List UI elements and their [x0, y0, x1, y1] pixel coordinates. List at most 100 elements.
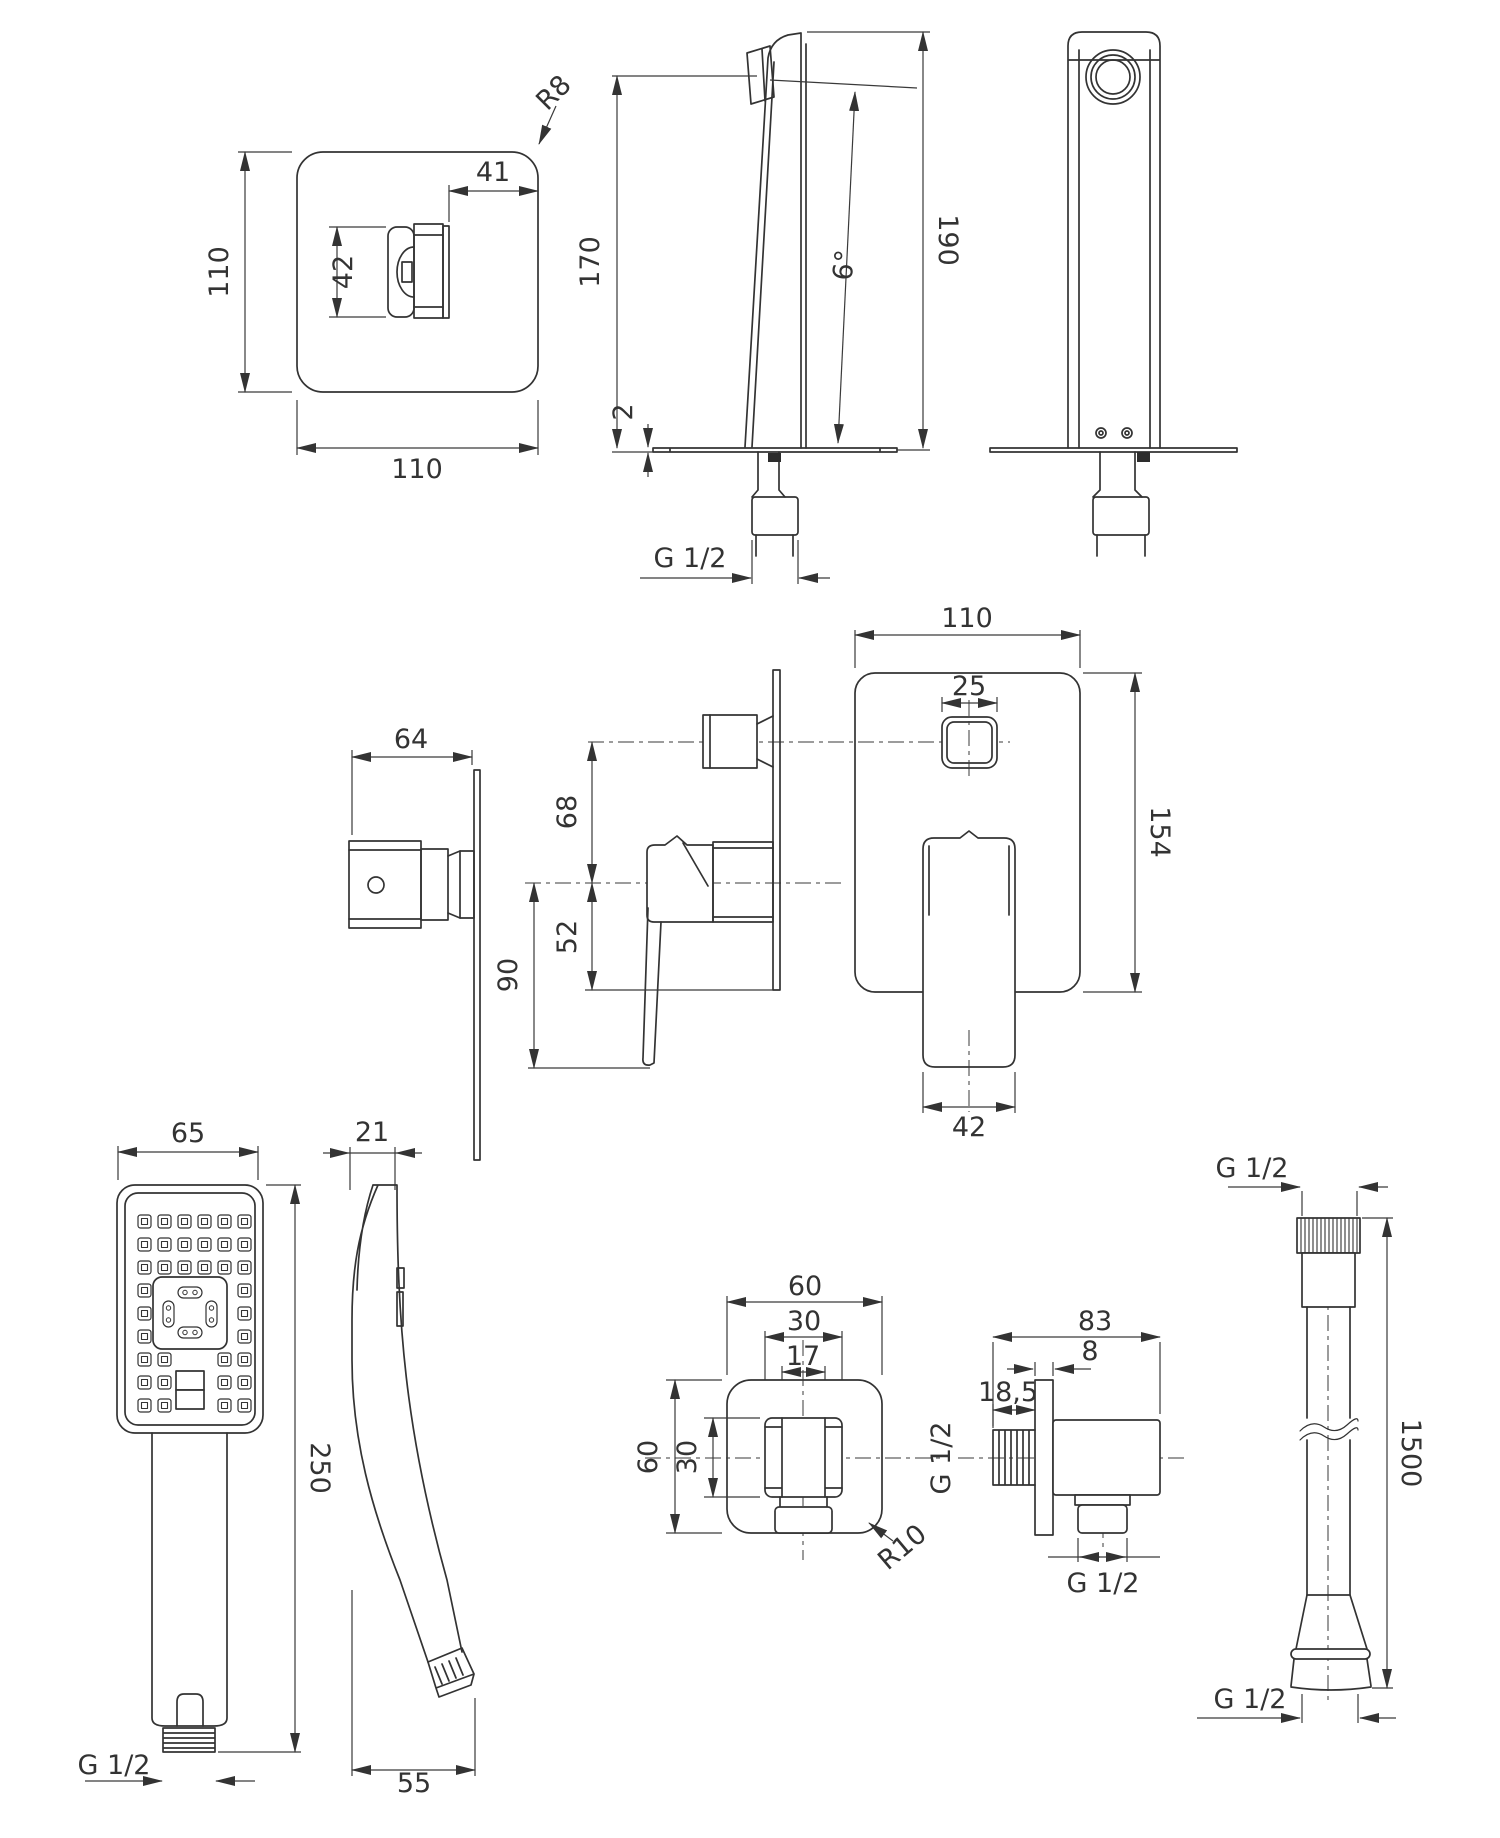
cone-ring — [1290, 1648, 1371, 1660]
label-plate-bottom — [175, 1389, 205, 1410]
dim-outlet-thread: G 1/2 — [1067, 1568, 1140, 1599]
outlet-flange — [1074, 1494, 1131, 1506]
fitting-square — [764, 1417, 843, 1498]
dim-corner-radius: R8 — [530, 69, 577, 116]
dim-plate-thickness: 2 — [608, 403, 639, 420]
handle-lever — [642, 907, 662, 1066]
handle-slot — [176, 1693, 204, 1727]
dim-width: 60 — [788, 1271, 822, 1302]
clip-detail-1 — [396, 1267, 405, 1289]
label-plate-top — [175, 1370, 205, 1391]
handle-outline — [151, 1432, 228, 1727]
deck-plate — [989, 447, 1238, 453]
aerator-block — [746, 45, 775, 105]
aerator-outer — [1085, 49, 1141, 105]
ext-lines-width — [296, 400, 539, 455]
spout-front-view: 190 — [807, 31, 1238, 557]
dim-flange-thickness: 8 — [1081, 1336, 1098, 1367]
ext-lines-154 — [1083, 672, 1142, 993]
spout-body-outline — [744, 32, 807, 449]
dim-fitting-width: 30 — [787, 1306, 821, 1337]
ext-lines-thread — [751, 540, 799, 584]
cone-upper — [1295, 1594, 1368, 1650]
spray-slots — [162, 1286, 218, 1339]
ext-lines-55 — [351, 1590, 476, 1776]
wall-plate-edge — [473, 769, 481, 1161]
dim-tip-offset: 55 — [397, 1768, 431, 1799]
dim-thread: G 1/2 — [78, 1750, 151, 1781]
dim-total-length: 250 — [304, 1442, 335, 1494]
cartridge-flange — [459, 850, 475, 919]
handshower-front-view: 65 G 1/ — [78, 1118, 335, 1786]
ext-lines-bottom — [1301, 1694, 1359, 1723]
elbow-side-view: 83 8 18,5 G 1/2 G 1/2 — [926, 1306, 1185, 1599]
wall-flange — [1034, 1379, 1054, 1536]
ext-lines-90 — [528, 989, 773, 1069]
clip-detail-2 — [396, 1291, 404, 1327]
dim-handle-drop: 90 — [493, 958, 524, 992]
center-spray-plate — [152, 1276, 228, 1350]
mixer-section-view: 68 52 90 — [493, 669, 1010, 1069]
ext-lines-65 — [117, 1146, 259, 1180]
ext-lines-64 — [351, 750, 473, 835]
dim-diverter-size: 25 — [952, 671, 986, 702]
angle-dim-line — [833, 91, 860, 444]
mounting-nut — [768, 453, 781, 462]
nut-collar — [1301, 1252, 1356, 1308]
dim-spout-height: 170 — [575, 236, 606, 288]
outlet-rim — [774, 1506, 833, 1534]
dim-fitting-height: 30 — [672, 1440, 703, 1474]
threaded-tip — [427, 1647, 475, 1698]
ext-lines-190 — [807, 31, 930, 451]
cone-lower — [1290, 1658, 1372, 1691]
dim-diverter-offset: 68 — [552, 795, 583, 829]
dim-body-depth: 64 — [394, 724, 428, 755]
dim-corner-radius: R10 — [872, 1519, 933, 1577]
mixer-front-view: 110 25 42 154 — [854, 603, 1175, 1143]
ext-lines-top — [1301, 1191, 1358, 1216]
dim-spout-to-edge: 41 — [476, 157, 510, 188]
ext-lines-60 — [726, 1296, 883, 1375]
spout-side-view: 170 2 6° G 1/2 — [575, 32, 918, 584]
dim-plate-below-axis: 52 — [552, 920, 583, 954]
dim-head-depth: 21 — [355, 1117, 389, 1148]
knurling — [1300, 1217, 1358, 1254]
dim-end-thread: G 1/2 — [1214, 1684, 1287, 1715]
screw-right — [1121, 427, 1133, 439]
under-deck-stem — [751, 451, 794, 557]
aerator-inner — [1095, 59, 1131, 95]
wall-plate-edge — [772, 669, 781, 991]
break-symbol — [1299, 1418, 1359, 1441]
dim-inlet-length: 18,5 — [978, 1377, 1038, 1408]
radius-leader — [538, 105, 557, 145]
valve-body — [348, 840, 422, 929]
ext-lines-8 — [1034, 1362, 1054, 1376]
cartridge-step — [420, 848, 449, 921]
dim-nut-thread: G 1/2 — [1216, 1153, 1289, 1184]
thread-end — [162, 1727, 216, 1753]
dim-thread: G 1/2 — [654, 543, 727, 574]
wall-plate-outline — [296, 151, 539, 393]
dim-plate-height: 110 — [204, 246, 235, 298]
dim-total-depth: 83 — [1078, 1306, 1112, 1337]
dim-length: 1500 — [1395, 1419, 1426, 1488]
dim-spout-height: 42 — [328, 255, 359, 289]
mounting-nut — [1137, 452, 1150, 462]
radius-leader — [868, 1522, 894, 1542]
aerator-mid — [1090, 54, 1136, 100]
wand-profile — [351, 1184, 463, 1663]
dim-height: 60 — [633, 1440, 664, 1474]
escutcheon — [712, 841, 774, 923]
dim-plate-width: 110 — [941, 603, 993, 634]
spout-nozzle-detail — [387, 223, 450, 319]
dim-tilt-angle: 6° — [828, 248, 862, 282]
hose-view: G 1/2 G 1/2 1500 — [1197, 1153, 1426, 1723]
diverter-knob — [702, 714, 758, 769]
ext-lines-110 — [854, 630, 1081, 668]
handshower-side-view: 21 55 — [323, 1117, 476, 1799]
inlet-thread — [992, 1429, 1036, 1486]
mixer-side-view: 64 — [348, 724, 481, 1161]
thread-block — [751, 496, 799, 536]
